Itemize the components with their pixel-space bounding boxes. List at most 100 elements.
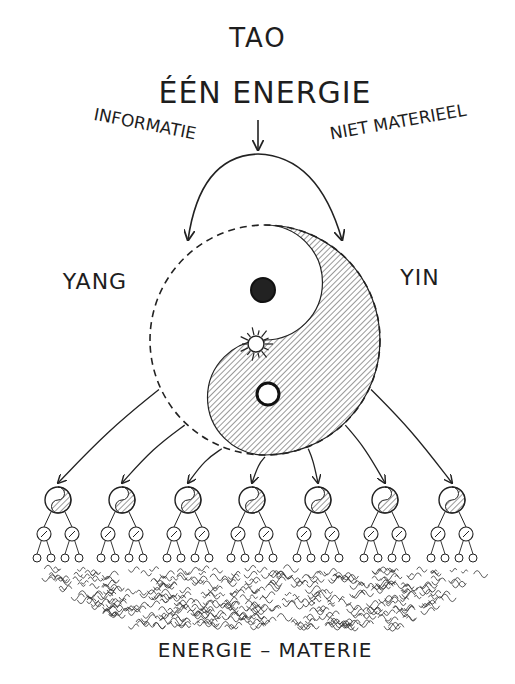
- matter-scribble: [262, 617, 276, 624]
- spread-arrows: [58, 389, 452, 483]
- split-arrow: [258, 154, 342, 240]
- matter-scribble: [162, 595, 177, 602]
- burst-core: [248, 336, 264, 352]
- tree-node: [325, 527, 339, 541]
- matter-scribble: [364, 613, 376, 619]
- matter-scribble: [431, 576, 440, 580]
- matter-scribble: [213, 568, 223, 573]
- matter-scribble: [77, 596, 91, 603]
- matter-scribble: [325, 622, 341, 630]
- matter-scribble: [143, 612, 155, 618]
- tree-leaf: [177, 554, 185, 562]
- matter-scribble: [211, 611, 224, 617]
- tree-branch: [364, 541, 368, 554]
- matter-scribble: [340, 623, 347, 626]
- spread-arrow: [188, 449, 222, 483]
- matter-scribble: [421, 608, 435, 615]
- tree-branch: [392, 512, 399, 527]
- matter-scribble: [277, 571, 292, 579]
- matter-scribble: [213, 600, 224, 605]
- matter-scribble: [111, 584, 124, 591]
- matter-scribble: [232, 571, 241, 575]
- matter-scribble: [302, 574, 318, 582]
- tree-branch: [304, 512, 311, 527]
- tree-node: [259, 527, 273, 541]
- tree-node: [65, 527, 79, 541]
- tree-node: [392, 527, 406, 541]
- matter-scribble: [247, 609, 258, 614]
- tree-branch: [195, 512, 202, 527]
- spread-arrow: [252, 457, 265, 483]
- matter-scribble: [314, 598, 321, 601]
- matter-scribble: [431, 570, 439, 574]
- matter-scribble: [129, 567, 140, 572]
- matter-scribble: [451, 579, 466, 587]
- tree-mark: [171, 531, 177, 537]
- matter-scribble: [177, 569, 189, 575]
- matter-scribble: [261, 571, 277, 579]
- matter-scribble: [305, 619, 315, 624]
- matter-scribble: [222, 576, 233, 582]
- matter-scribble: [394, 606, 403, 610]
- tree-leaf: [427, 554, 435, 562]
- matter-scribble: [214, 616, 220, 619]
- mini-yin-yang: [239, 487, 265, 513]
- matter-scribble: [372, 584, 379, 588]
- burst-ray: [247, 351, 250, 355]
- matter-scribble: [338, 599, 351, 605]
- matter-scribble: [345, 624, 358, 631]
- matter-scribble: [363, 608, 377, 615]
- matter-scribble: [208, 592, 217, 597]
- tree-leaf: [191, 554, 199, 562]
- matter-scribble: [169, 582, 176, 586]
- matter-scribble: [125, 606, 134, 610]
- matter-scribble: [213, 586, 223, 591]
- spread-arrow: [308, 449, 318, 483]
- mini-yin-yang: [305, 487, 331, 513]
- matter-scribble: [385, 595, 398, 602]
- matter-scribble: [372, 576, 381, 580]
- matter-scribble: [315, 606, 326, 612]
- diagram-title: TAO: [229, 24, 287, 53]
- tree-leaf: [139, 554, 147, 562]
- matter-scribble: [201, 592, 207, 595]
- tree-node: [37, 527, 51, 541]
- burst-ray: [262, 331, 267, 337]
- burst-ray: [265, 343, 273, 344]
- matter-scribble: [221, 579, 236, 587]
- matter-scribble: [319, 612, 334, 619]
- matter-scribble: [149, 593, 162, 600]
- tree-leaf: [33, 554, 41, 562]
- tree-branch: [431, 541, 435, 554]
- matter-scribble: [199, 571, 206, 574]
- matter-scribble: [293, 594, 299, 597]
- tree-leaf: [293, 554, 301, 562]
- tree-node: [459, 527, 473, 541]
- matter-scribble: [229, 624, 238, 628]
- matter-scribble: [248, 619, 260, 625]
- matter-scribble: [277, 573, 285, 577]
- tree-mark: [329, 531, 335, 537]
- matter-scribble: [245, 601, 259, 608]
- matter-scribble: [415, 595, 422, 598]
- mini-yin-yang: [45, 487, 71, 513]
- matter-scribble: [384, 622, 399, 629]
- matter-scribble: [385, 617, 398, 623]
- matter-scribble: [309, 595, 321, 601]
- matter-scribble: [87, 599, 96, 604]
- matter-scribble: [266, 584, 280, 591]
- matter-scribble: [431, 591, 441, 596]
- tree-leaf: [61, 554, 69, 562]
- burst-ray: [247, 333, 250, 337]
- tree-mark: [435, 531, 441, 537]
- matter-scribble: [74, 572, 82, 576]
- matter-scribble: [240, 595, 251, 600]
- matter-scribble: [401, 605, 413, 611]
- tree-branch: [238, 512, 245, 527]
- matter-scribble: [174, 600, 185, 606]
- matter-scribble: [228, 616, 239, 621]
- tree-branch: [259, 541, 263, 554]
- matter-scribble: [81, 574, 89, 578]
- matter-scribble: [360, 621, 373, 628]
- matter-scribble: [233, 577, 241, 581]
